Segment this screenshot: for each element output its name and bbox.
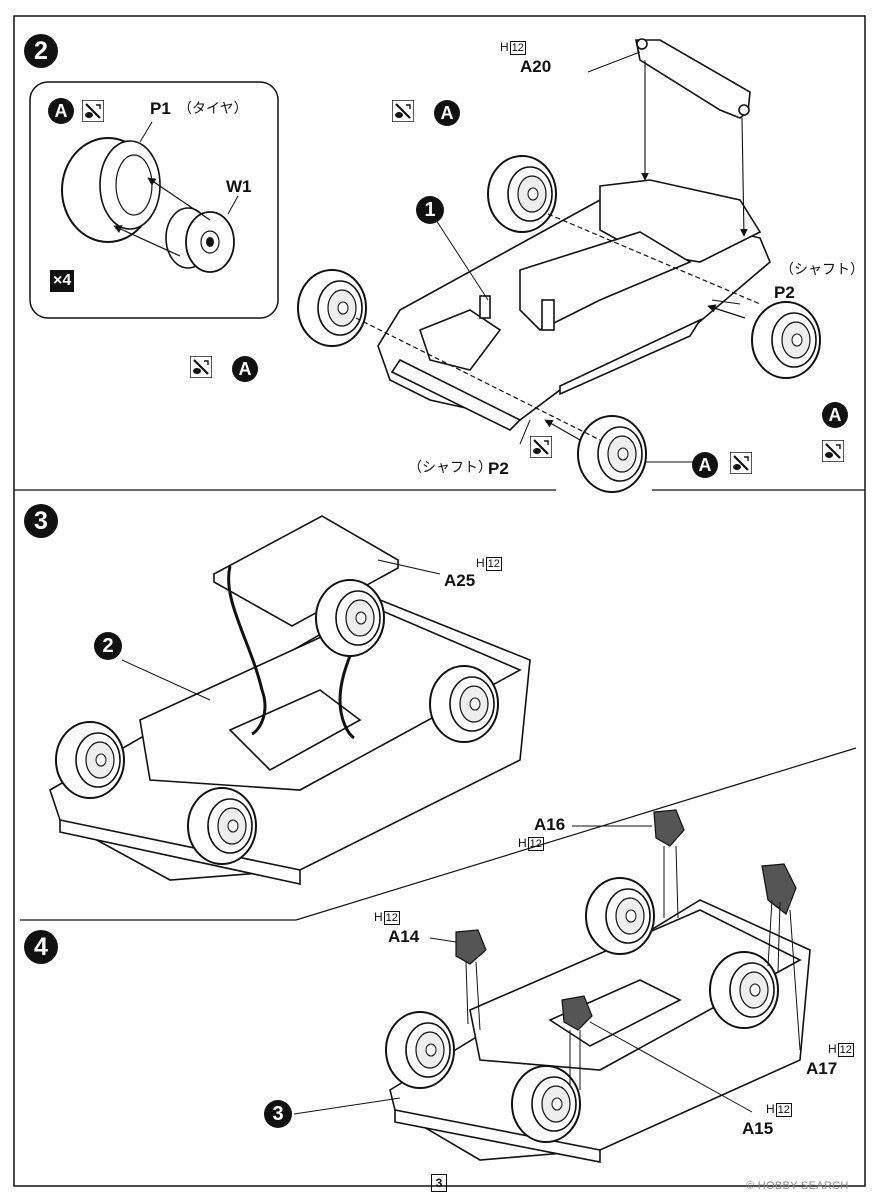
p2-right-label: P2: [774, 283, 795, 302]
wheel-s4-1: [385, 1011, 455, 1089]
a16-belt-drawing: [653, 809, 685, 847]
p1-label: P1: [150, 99, 171, 118]
wheel-front-left: [297, 269, 367, 347]
a15-belt-drawing: [561, 995, 593, 1031]
p2-left-label: P2: [488, 459, 509, 478]
quantity-multiplier: ×4: [50, 270, 75, 292]
p1-tire-drawing: [61, 137, 161, 243]
a15-label: A15: [742, 1119, 774, 1138]
a20-label: A20: [520, 57, 552, 76]
glue-cement-icon: [530, 436, 552, 458]
a17-label: A17: [806, 1059, 838, 1078]
step-3-marker: 3: [24, 504, 58, 538]
a17-belt-drawing: [761, 863, 797, 915]
glue-cement-icon: [190, 356, 212, 378]
glue-cement-icon: [82, 100, 104, 122]
part-2-marker: 2: [94, 632, 122, 660]
a16-label: A16: [534, 815, 566, 834]
a14-label: A14: [388, 927, 420, 946]
a25-part-drawing: [212, 515, 400, 627]
step-2-marker: 2: [24, 34, 58, 68]
wheel-s3-4: [429, 665, 499, 743]
page-number: 3: [431, 1174, 447, 1192]
glue-cement-icon: [730, 452, 752, 474]
part-1-marker: 1: [416, 196, 444, 224]
step-4-marker: 4: [24, 930, 58, 964]
step4-chassis-drawing: [389, 899, 811, 1163]
wheel-rear-left: [487, 155, 557, 233]
wheel-front-right: [577, 415, 647, 493]
w1-wheel-drawing: [165, 207, 235, 273]
callout-a-inset: A: [48, 98, 74, 124]
shaft-left-note: （シャフト）: [408, 460, 492, 476]
glue-cement-icon: [392, 100, 414, 122]
p1-note: （タイヤ）: [178, 101, 248, 117]
part-3-marker: 3: [264, 1100, 292, 1128]
callout-a-front-left: A: [232, 356, 258, 382]
wheel-s3-2: [187, 787, 257, 865]
a14-belt-drawing: [455, 929, 487, 965]
step3-chassis-drawing: [49, 599, 531, 885]
a25-label: A25: [444, 571, 476, 590]
wheel-s3-3: [315, 579, 385, 657]
shaft-right-note: （シャフト）: [780, 262, 864, 278]
a20-part-drawing: [635, 38, 751, 119]
w1-label: W1: [226, 177, 252, 196]
glue-cement-icon: [822, 440, 844, 462]
callout-a-rear-right: A: [822, 402, 848, 428]
callout-a-rear-left: A: [434, 100, 460, 126]
wheel-s4-3: [585, 877, 655, 955]
wheel-s3-1: [55, 721, 125, 799]
wheel-rear-right: [751, 301, 821, 379]
watermark: © HOBBY SEARCH: [746, 1180, 849, 1192]
callout-a-front-right: A: [692, 452, 718, 478]
